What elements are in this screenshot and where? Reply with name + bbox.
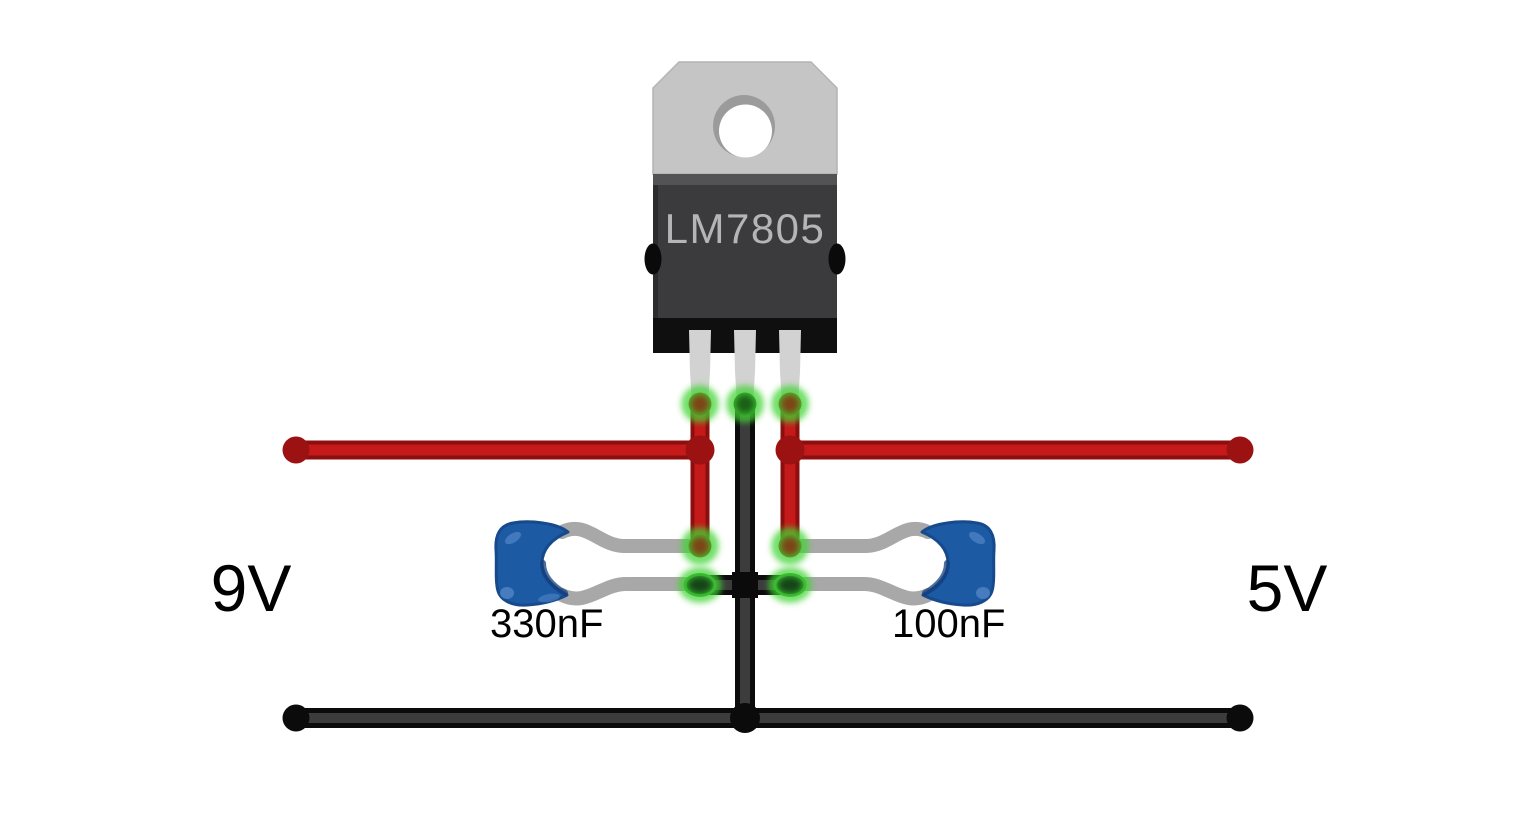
capacitor-330nf-top-connection [681, 527, 719, 565]
capacitor-330nf-top-lead [555, 521, 706, 553]
capacitor-100nf-label: 100nF [892, 602, 1005, 646]
pin-2-glow-tint [732, 391, 758, 417]
capacitor-330nf-bottom-lead [555, 577, 711, 606]
pin-3-glow-tint [777, 391, 803, 417]
cap-330nf-ground-glow-ring [678, 567, 722, 603]
cap-100nf-ground-glow-ring [768, 567, 812, 603]
pin-3-connection [771, 385, 809, 423]
cap-330nf-top-joint-dot [688, 534, 712, 558]
capacitor-100nf-highlight [976, 587, 990, 599]
capacitor-330nf-highlight [500, 587, 514, 599]
output-voltage-label: 5V [1247, 551, 1328, 625]
output-rail-endpoint-dot [1226, 436, 1254, 464]
capacitor-330nf [494, 520, 711, 607]
pin-3-joint-dot [778, 392, 802, 416]
cap-100nf-top-glow-tint [777, 533, 803, 559]
capacitor-330nf-ground-connection [678, 567, 722, 603]
voltage-regulator-chip: LM7805 [644, 61, 846, 404]
pin-1-glow-tint [687, 391, 713, 417]
chip-pin-3 [779, 330, 801, 404]
chip-right-notch [828, 243, 846, 275]
input-rail-endpoint-dot [282, 436, 310, 464]
pin-2-joint-dot [733, 392, 757, 416]
capacitor-100nf-top-connection [771, 527, 809, 565]
chip-pin-2 [734, 330, 756, 404]
mounting-hole [719, 104, 772, 158]
chip-label: LM7805 [665, 205, 826, 252]
capacitor-100nf-bottom-lead [777, 577, 935, 606]
chip-pin-1 [689, 330, 711, 404]
cap-100nf-top-joint-dot [778, 534, 802, 558]
ground-rail-right-endpoint-dot [1226, 704, 1254, 732]
output-rail-junction-dot [775, 435, 805, 465]
cap-330nf-top-glow-tint [687, 533, 713, 559]
pin-2-glow-ring [726, 385, 764, 423]
ground-rail-junction-dot [730, 703, 760, 733]
chip-body [653, 174, 837, 318]
chip-left-notch [644, 243, 662, 275]
chip-body-top-bevel [653, 174, 837, 185]
capacitor-100nf-top-lead [782, 521, 935, 553]
pin-3-glow-ring [771, 385, 809, 423]
input-voltage-label: 9V [211, 551, 292, 625]
capacitor-bus-junction [732, 572, 758, 598]
capacitor-330nf-shading [540, 560, 568, 596]
input-rail-junction-dot [685, 435, 715, 465]
ground-rail-left-endpoint-dot [282, 704, 310, 732]
capacitor-100nf-ground-connection [768, 567, 812, 603]
capacitor-100nf [777, 520, 996, 607]
capacitor-330nf-gloss [505, 531, 521, 545]
pin-1-connection [681, 385, 719, 423]
capacitor-100nf-gloss [969, 531, 985, 545]
capacitor-100nf-shading [922, 560, 950, 596]
cap-330nf-top-glow-ring [681, 527, 719, 565]
pin-1-joint-dot [688, 392, 712, 416]
pin-2-connection [726, 385, 764, 423]
pin-1-glow-ring [681, 385, 719, 423]
cap-100nf-top-glow-ring [771, 527, 809, 565]
capacitor-330nf-label: 330nF [490, 602, 603, 646]
capacitor-330nf-gloss-2 [538, 593, 560, 603]
